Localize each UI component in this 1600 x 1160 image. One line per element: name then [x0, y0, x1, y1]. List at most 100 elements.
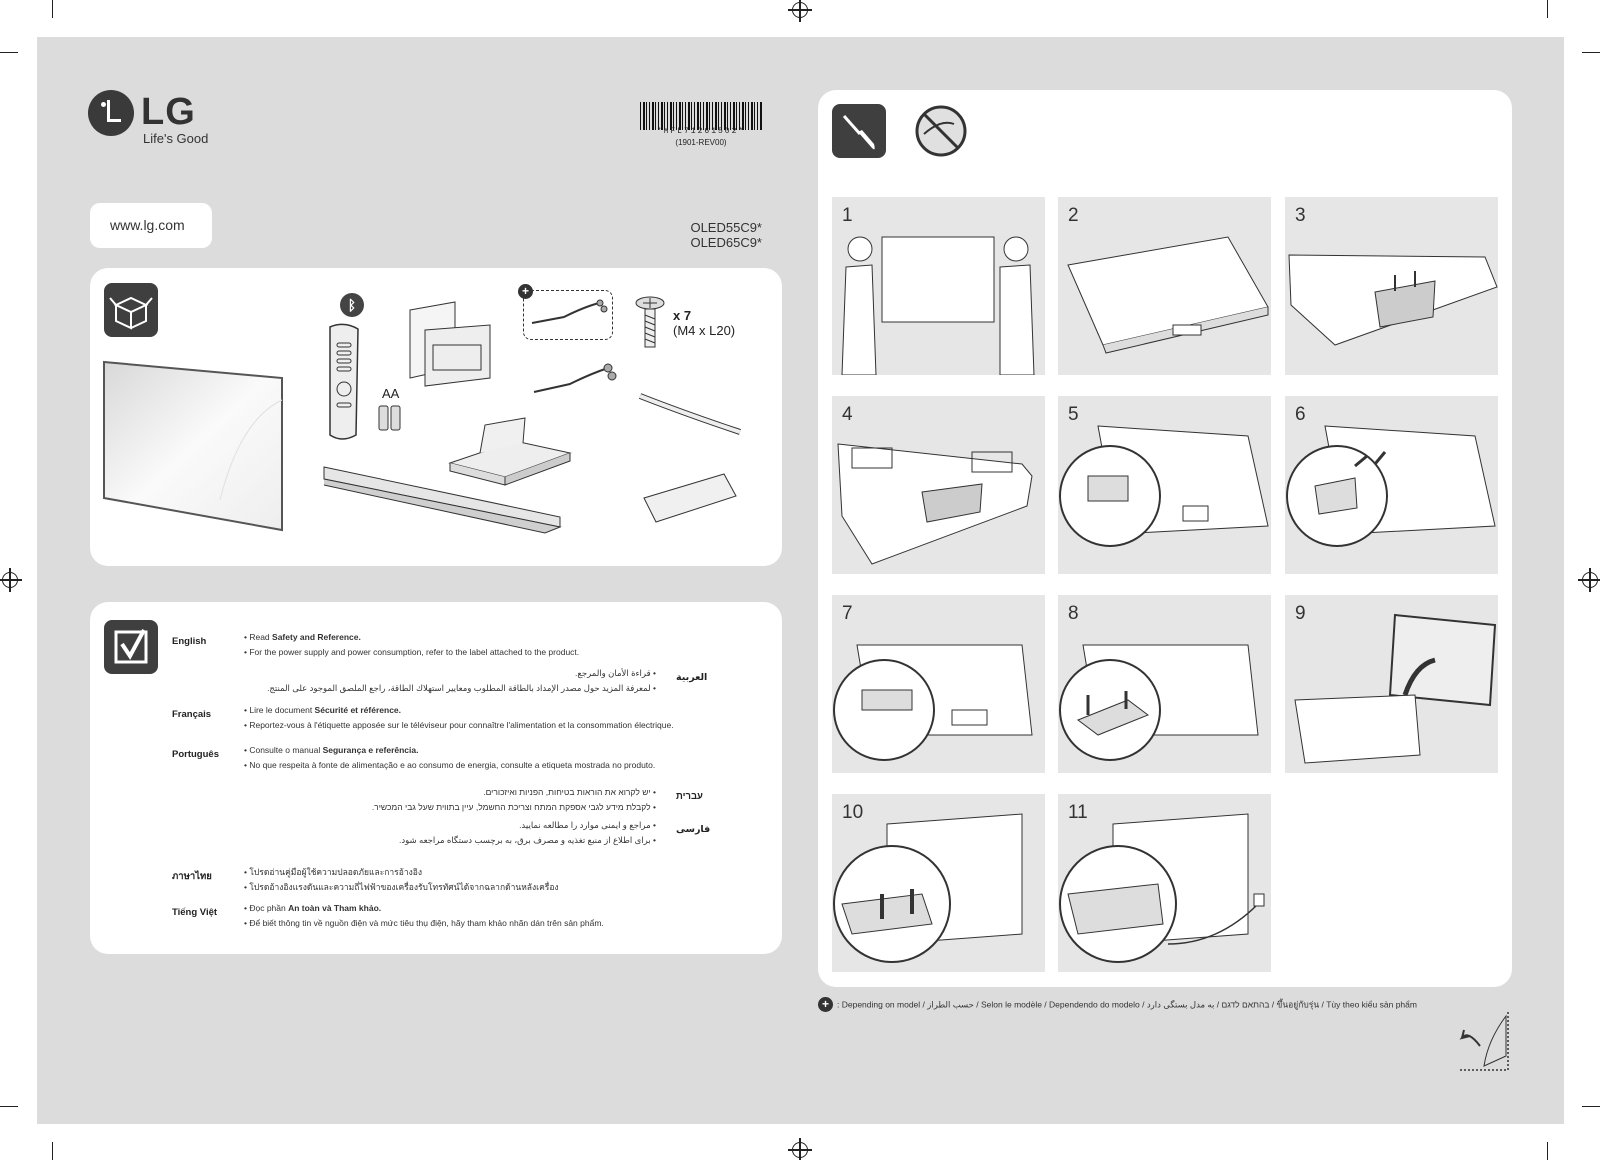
optional-cable-box — [523, 290, 613, 340]
step-illustration — [833, 644, 1033, 761]
step-number: 10 — [842, 802, 864, 823]
language-name: ภาษาไทย — [172, 871, 212, 882]
bluetooth-icon: ᛒ — [340, 293, 364, 317]
language-instruction: • Read Safety and Reference. — [244, 632, 361, 642]
crop-mark — [1582, 1106, 1600, 1107]
step-illustration — [1059, 644, 1259, 761]
no-touch-screen-icon — [915, 105, 967, 157]
step-number: 2 — [1068, 205, 1079, 226]
language-instruction: • โปรดอ้างอิงแรงดันและความถี่ไฟฟ้าของเคร… — [244, 882, 559, 892]
components-panel: ᛒ AA + x 7 (M4 x L20) — [90, 268, 782, 566]
step-illustration — [1288, 254, 1498, 346]
website-link[interactable]: www.lg.com — [90, 203, 212, 248]
language-name: Português — [172, 749, 219, 760]
step-number: 11 — [1068, 802, 1088, 823]
assembly-step: 9 — [1285, 595, 1498, 773]
language-instruction: • قراءة الأمان والمرجع. — [574, 668, 656, 678]
step-number: 1 — [842, 205, 853, 226]
language-name: فارسی — [676, 824, 711, 835]
checklist-icon — [104, 620, 158, 674]
language-instruction: • برای اطلاع از منبع تغذیه و مصرف برق، ب… — [398, 835, 656, 845]
language-instruction: • יש לקרוא את הוראות בטיחות, הפניות ואיז… — [483, 787, 656, 797]
assembly-step: 7 — [832, 595, 1045, 773]
language-name: עברית — [676, 791, 703, 802]
registration-mark-bottom — [788, 1138, 812, 1160]
registration-mark-top — [788, 0, 812, 22]
language-name: English — [172, 636, 207, 647]
language-instruction: • Consulte o manual Segurança e referênc… — [244, 745, 419, 755]
box-contents-icon — [104, 283, 158, 337]
magic-remote-icon — [329, 323, 359, 440]
language-instruction: • Reportez-vous à l'étiquette apposée su… — [244, 720, 674, 730]
language-instruction: • Đọc phần An toàn và Tham khảo. — [244, 903, 382, 913]
step-number: 8 — [1068, 603, 1079, 624]
step-illustration — [1059, 813, 1265, 963]
model-name: OLED55C9* — [690, 220, 762, 235]
assembly-step: 3 — [1285, 197, 1498, 375]
language-instruction: • مراجع و ایمنی موارد را مطالعه نمایید. — [519, 820, 656, 830]
language-instruction: • Lire le document Sécurité et référence… — [244, 705, 402, 715]
info-panel — [90, 602, 782, 954]
footnote-text: : Depending on model / حسب الطراز / Selo… — [837, 999, 1417, 1010]
cable-clip-icon — [638, 393, 741, 435]
registration-mark-left — [0, 568, 22, 592]
step-number: 3 — [1295, 205, 1306, 226]
language-instruction: • โปรดอ่านคู่มือผู้ใช้ความปลอดภัยและการอ… — [244, 867, 423, 877]
step-number: 6 — [1295, 404, 1306, 425]
barcode-code: *MFL71261502* — [656, 127, 746, 136]
optional-plus-icon: + — [818, 997, 833, 1012]
assembly-step: 5 — [1058, 396, 1271, 574]
step-number: 5 — [1068, 404, 1079, 425]
brand-name: LG — [141, 91, 196, 133]
tv-panel-illustration — [103, 360, 283, 532]
lg-face-icon — [88, 90, 134, 136]
screw-size: (M4 x L20) — [673, 323, 736, 338]
barcode-revision: (1901-REV00) — [675, 138, 727, 147]
step-number: 4 — [842, 404, 853, 425]
manual-icon — [409, 301, 491, 387]
assembly-step: 8 — [1058, 595, 1271, 773]
crop-mark — [0, 52, 18, 53]
crop-mark — [52, 1142, 53, 1160]
assembly-step: 4 — [832, 396, 1045, 574]
screw-icon — [635, 296, 665, 348]
optional-plus-icon: + — [518, 284, 533, 299]
av-cable-icon — [533, 363, 617, 393]
crop-mark — [1547, 0, 1548, 18]
language-instruction: • For the power supply and power consump… — [244, 647, 580, 657]
barcode — [640, 102, 762, 130]
back-cover-icon — [643, 473, 737, 523]
crop-mark — [52, 0, 53, 18]
language-name: العربية — [676, 672, 708, 683]
brand-tagline: Life's Good — [143, 131, 209, 146]
assembly-step: 2 — [1058, 197, 1271, 375]
model-list: OLED55C9* OLED65C9* — [660, 220, 762, 250]
assembly-step: 6 — [1285, 396, 1498, 574]
step-illustration — [841, 236, 1035, 375]
stand-icon — [448, 417, 572, 486]
language-name: Français — [172, 709, 212, 720]
model-name: OLED65C9* — [690, 235, 762, 250]
battery-icon — [378, 405, 401, 431]
language-instruction: • לקבלת מידע לגבי אספקת המתח וצריכת החשמ… — [371, 802, 656, 812]
language-instruction: • لمعرفة المزيد حول مصدر الإمداد بالطاقة… — [267, 683, 656, 693]
registration-mark-right — [1578, 568, 1600, 592]
language-instruction: • No que respeita à fonte de alimentação… — [244, 760, 656, 770]
page-turn-icon — [1459, 1012, 1509, 1071]
language-name: Tiếng Việt — [172, 907, 218, 918]
language-instruction: • Để biết thông tin về nguồn điện và mức… — [244, 918, 604, 928]
crop-mark — [0, 1106, 18, 1107]
stand-body-icon — [323, 466, 562, 534]
step-illustration — [833, 813, 1023, 963]
screwdriver-icon — [832, 104, 886, 158]
assembly-step: 11 — [1058, 794, 1271, 972]
step-illustration — [1059, 425, 1269, 547]
lg-logo: LG Life's Good — [88, 90, 288, 150]
screw-count: x 7 — [673, 308, 692, 323]
step-number: 9 — [1295, 603, 1306, 624]
assembly-step: 10 — [832, 794, 1045, 972]
step-illustration — [1294, 613, 1497, 764]
step-number: 7 — [842, 603, 853, 624]
step-illustration — [1286, 425, 1496, 547]
crop-mark — [1547, 1142, 1548, 1160]
